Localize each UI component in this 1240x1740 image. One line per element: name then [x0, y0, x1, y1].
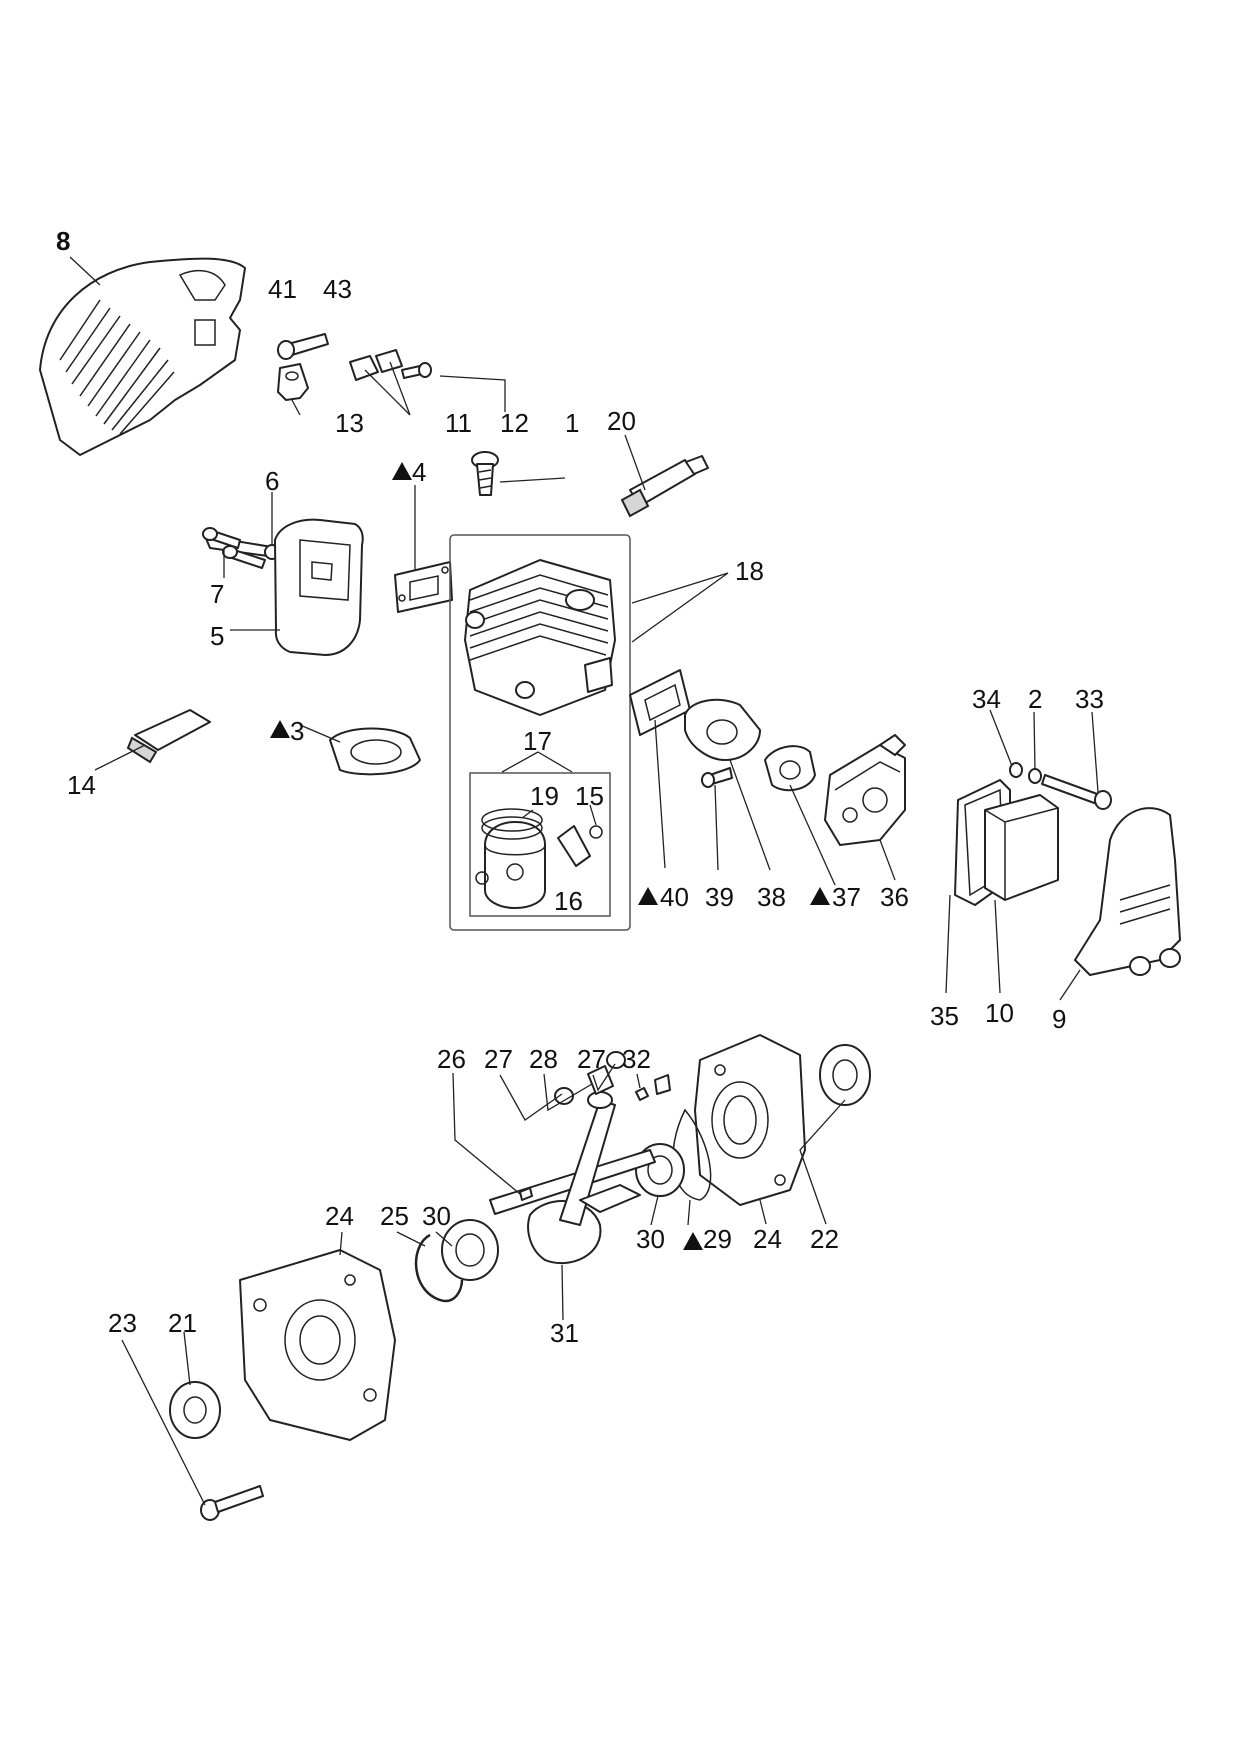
callout-6: 6 — [265, 466, 279, 496]
part-34-washer — [1009, 762, 1023, 778]
part-27-washer-b — [606, 1051, 626, 1069]
part-5-muffler — [274, 518, 364, 656]
part-39-screw — [701, 767, 733, 788]
part-20-spark-plug — [620, 455, 709, 518]
callout-16: 16 — [554, 886, 583, 916]
part-28-needle-bearing — [587, 1065, 614, 1095]
part-8-engine-cover — [39, 257, 246, 456]
callout-24-a: 24 — [325, 1201, 354, 1231]
callout-17: 17 — [523, 726, 552, 756]
triangle-markers — [270, 462, 830, 1250]
callout-18: 18 — [735, 556, 764, 586]
cylinder-kit-frame — [449, 534, 631, 931]
part-15-clip — [475, 825, 603, 885]
part-29-gasket — [672, 1108, 712, 1201]
part-31-crankshaft — [489, 1091, 656, 1265]
part-14-switch — [126, 709, 211, 764]
part-26-key — [519, 1187, 533, 1201]
callout-2: 2 — [1028, 684, 1042, 714]
callout-40: 40 — [660, 882, 689, 912]
piston-pin — [557, 825, 591, 867]
callout-1: 1 — [565, 408, 579, 438]
part-9-filter-cover — [1074, 807, 1181, 976]
callout-11: 11 — [445, 408, 472, 438]
callout-12: 12 — [500, 408, 529, 438]
part-22-seal — [819, 1044, 871, 1106]
callout-41: 41 — [268, 274, 297, 304]
part-12-screw — [401, 362, 432, 379]
part-18-cylinder — [464, 559, 616, 716]
callout-36: 36 — [880, 882, 909, 912]
callout-33: 33 — [1075, 684, 1104, 714]
part-10-filter-element — [984, 794, 1059, 901]
part-40-gasket — [629, 669, 691, 736]
callout-34: 34 — [972, 684, 1001, 714]
part-25-circlip — [414, 1233, 464, 1303]
callout-labels: 8 41 43 13 11 12 1 20 6 4 7 5 18 14 3 17… — [56, 226, 1104, 1348]
callout-21: 21 — [168, 1308, 197, 1338]
piston-kit-frame — [469, 772, 611, 917]
part-11-clips — [349, 349, 403, 381]
part-13-spacer — [277, 363, 309, 401]
callout-27-b: 27 — [577, 1044, 606, 1074]
part-4-gasket — [394, 561, 453, 613]
callout-24-b: 24 — [753, 1224, 782, 1254]
callout-35: 35 — [930, 1001, 959, 1031]
part-32-pin — [635, 1074, 671, 1101]
callout-30-b: 30 — [636, 1224, 665, 1254]
callout-39: 39 — [705, 882, 734, 912]
callout-28: 28 — [529, 1044, 558, 1074]
part-23-bolt — [200, 1485, 264, 1521]
callout-8: 8 — [56, 226, 70, 256]
callout-27-a: 27 — [484, 1044, 513, 1074]
callout-13: 13 — [335, 408, 364, 438]
part-16-piston — [484, 821, 546, 909]
callout-38: 38 — [757, 882, 786, 912]
callout-19: 19 — [530, 781, 559, 811]
part-41-screw — [277, 333, 329, 360]
callout-37: 37 — [832, 882, 861, 912]
callout-5: 5 — [210, 621, 224, 651]
part-21-seal — [169, 1381, 221, 1439]
callout-22: 22 — [810, 1224, 839, 1254]
part-36-carburetor — [824, 734, 906, 846]
callout-3: 3 — [290, 716, 304, 746]
callout-25: 25 — [380, 1201, 409, 1231]
part-37-gasket — [764, 745, 816, 792]
part-33-bolt — [1041, 774, 1112, 810]
callout-9: 9 — [1052, 1004, 1066, 1034]
part-24-crankcase-left — [239, 1249, 396, 1441]
callout-4: 4 — [412, 457, 426, 487]
callout-32: 32 — [622, 1044, 651, 1074]
callout-20: 20 — [607, 406, 636, 436]
part-30-bearing-left — [441, 1219, 499, 1281]
callout-29: 29 — [703, 1224, 732, 1254]
part-7-bolts — [202, 527, 266, 569]
callout-23: 23 — [108, 1308, 137, 1338]
callout-7: 7 — [210, 579, 224, 609]
part-27-washer-a — [554, 1087, 574, 1105]
part-24-crankcase-right — [694, 1034, 806, 1206]
leader-lines — [69, 256, 1099, 1506]
callout-15: 15 — [575, 781, 604, 811]
callout-26: 26 — [437, 1044, 466, 1074]
part-2-washer — [1028, 768, 1042, 784]
callout-14: 14 — [67, 770, 96, 800]
callout-31: 31 — [550, 1318, 579, 1348]
callout-10: 10 — [985, 998, 1014, 1028]
part-3-gasket — [329, 727, 421, 776]
callout-43: 43 — [323, 274, 352, 304]
callout-30-a: 30 — [422, 1201, 451, 1231]
part-38-insulator — [684, 698, 761, 761]
part-1-bolt — [471, 451, 499, 496]
part-19-piston-rings — [481, 808, 543, 840]
